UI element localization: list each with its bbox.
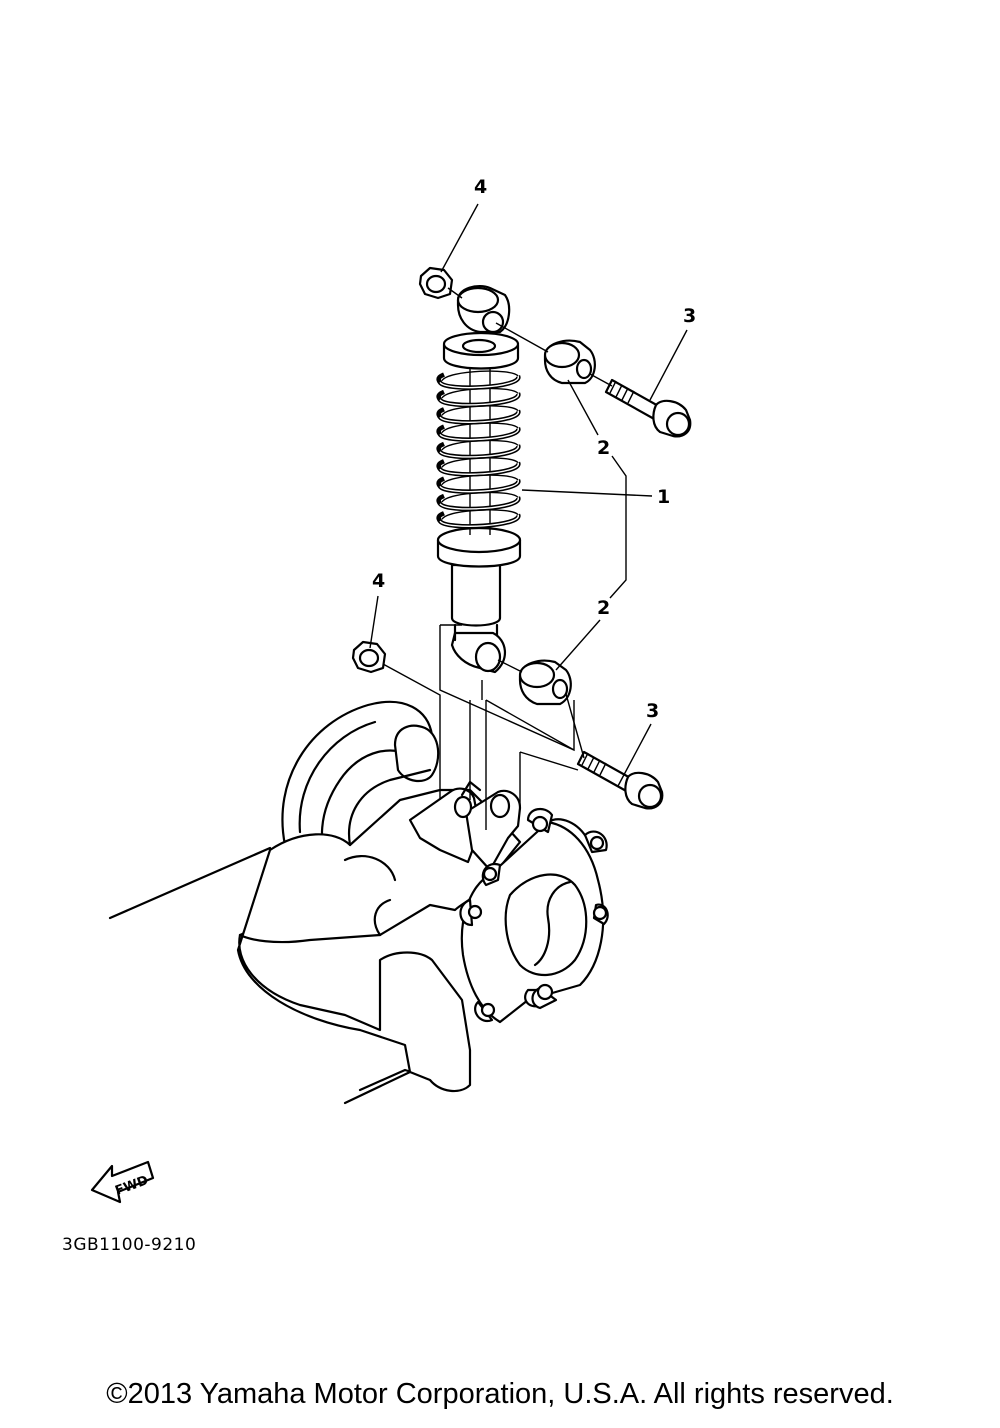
spring-coil-highlight (439, 427, 519, 441)
nut-upper (418, 266, 454, 300)
spring-coil-front (436, 407, 521, 425)
fwd-arrow-icon: FWD (90, 1160, 155, 1204)
spring-coil-front (436, 441, 521, 460)
callout-1: 1 (657, 486, 670, 508)
collar-lower (518, 659, 572, 706)
copyright-notice: ©2013 Yamaha Motor Corporation, U.S.A. A… (106, 1378, 894, 1410)
spring-coil-back (441, 491, 519, 503)
spring-coil-back (441, 370, 519, 382)
rear-axle-housing (108, 700, 609, 1105)
callout-labels: 4 3 2 1 4 2 3 (372, 176, 696, 722)
leader-lines (369, 203, 688, 787)
bolt-upper (604, 378, 692, 438)
nut-lower (351, 640, 387, 674)
callout-2-lower: 2 (597, 597, 610, 619)
callout-3-top: 3 (683, 305, 696, 327)
bolt-lower (576, 750, 664, 810)
spring-coil-back (441, 509, 519, 520)
spring-coil-highlight (439, 393, 519, 406)
spring-coil-back (441, 439, 519, 451)
spring-coil-front (436, 389, 521, 408)
assembly-lines (382, 287, 613, 830)
spring-coil-highlight (439, 410, 519, 423)
coil-spring (436, 360, 521, 535)
callout-4-top: 4 (474, 176, 487, 198)
spring-coil-highlight (439, 514, 519, 527)
callout-4-lower: 4 (372, 570, 385, 592)
spring-coil-back (441, 474, 519, 486)
spring-coil-back (441, 387, 519, 399)
spring-coil-front (436, 511, 521, 529)
callout-3-lower: 3 (646, 700, 659, 722)
spring-coil-highlight (439, 462, 519, 475)
drawing-code: 3GB1100-9210 (62, 1235, 196, 1255)
spring-coil-front (436, 372, 521, 390)
spring-coil-highlight (439, 445, 519, 458)
spring-coil-back (441, 405, 519, 416)
spring-coil-front (436, 493, 521, 512)
spring-coil-highlight (439, 497, 519, 510)
spring-coil-back (441, 422, 519, 434)
rear-shock-absorber (436, 284, 522, 674)
spring-coil-back (441, 457, 519, 468)
spring-coil-front (436, 476, 521, 494)
spring-coil-highlight (439, 375, 519, 389)
spring-coil-front (436, 424, 521, 442)
collar-upper (543, 339, 596, 385)
spring-coil-highlight (439, 479, 519, 493)
callout-2-upper: 2 (597, 437, 610, 459)
spring-coil-front (436, 459, 521, 477)
